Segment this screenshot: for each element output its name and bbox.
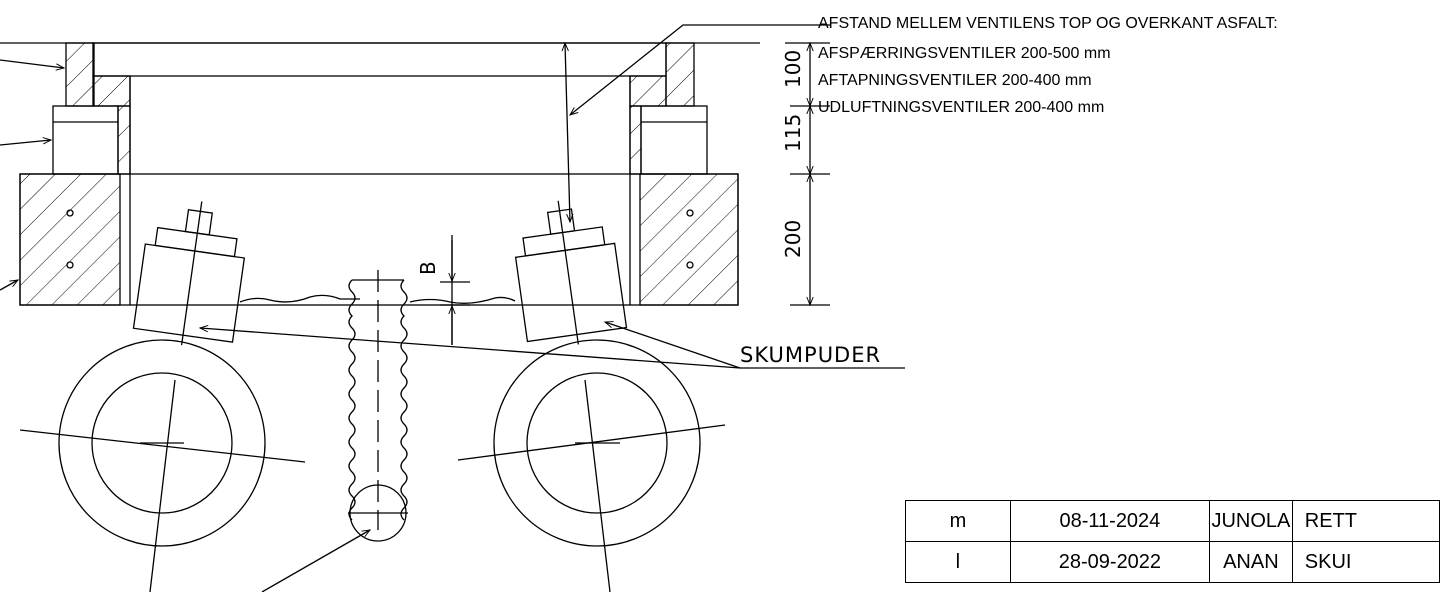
rev-description: RETT [1291,500,1440,542]
dim-115: 115 [781,114,805,152]
left-frame-top [65,42,95,107]
revision-table: m 08-11-2024 JUNOLA RETT l 28-09-2022 AN… [905,500,1440,583]
table-row: m 08-11-2024 JUNOLA RETT [905,500,1440,542]
corrugated-drain-pipe [348,270,408,542]
rev-date: 08-11-2024 [1009,500,1211,542]
rev-author: ANAN [1209,541,1293,583]
right-support-ring [640,105,708,175]
rev-letter: m [905,500,1011,542]
skumpuder-label: SKUMPUDER [740,343,881,367]
right-frame-top [665,42,695,107]
rev-description: SKUI [1291,541,1440,583]
right-valve [514,200,628,345]
table-row: l 28-09-2022 ANAN SKUI [905,541,1440,583]
rev-date: 28-09-2022 [1009,541,1211,583]
note-udluftning: UDLUFTNINGSVENTILER 200-400 mm [818,99,1105,116]
note-title: AFSTAND MELLEM VENTILENS TOP OG OVERKANT… [818,15,1278,32]
note-afspaerring: AFSPÆRRINGSVENTILER 200-500 mm [818,45,1111,62]
dim-100: 100 [781,50,805,88]
left-support-ring [52,105,119,175]
rev-author: JUNOLA [1209,500,1293,542]
cover-lid [92,42,667,77]
dim-b: B [416,261,440,275]
right-pipe [457,339,726,592]
dim-200: 200 [781,220,805,258]
left-pipe [19,339,306,592]
left-valve [132,201,246,346]
note-aftapning: AFTAPNINGSVENTILER 200-400 mm [818,72,1092,89]
rev-letter: l [905,541,1011,583]
